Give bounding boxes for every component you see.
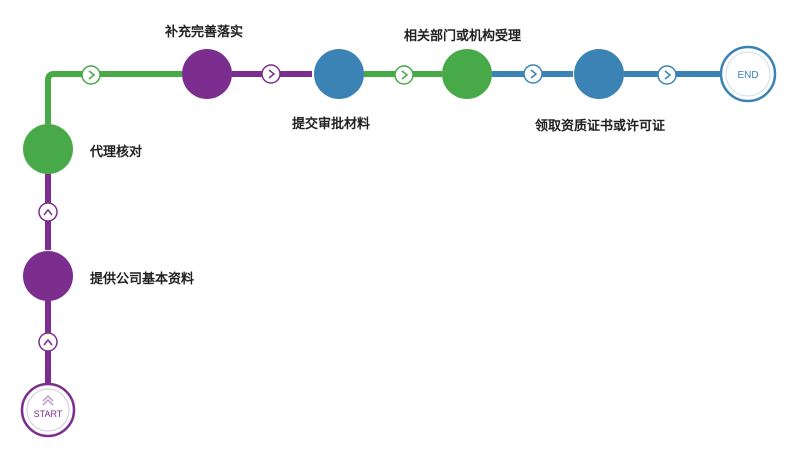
step-node-1 xyxy=(23,251,73,301)
chevron-right-icon xyxy=(657,65,677,85)
chevron-right-icon xyxy=(81,65,101,85)
step-label-5: 相关部门或机构受理 xyxy=(404,29,522,44)
chevron-right-icon xyxy=(261,64,281,84)
step-node-2 xyxy=(23,124,73,174)
connector-step2-to-step3 xyxy=(45,71,182,124)
step-label-3: 补充完善落实 xyxy=(165,25,244,40)
end-label: END xyxy=(737,70,758,81)
double-chevron-up-icon xyxy=(42,395,54,406)
chevron-up-icon xyxy=(38,202,58,222)
step-label-4: 提交审批材料 xyxy=(292,117,371,132)
start-label: START xyxy=(34,409,63,419)
chevron-up-icon xyxy=(38,332,58,352)
chevron-right-icon xyxy=(523,64,543,84)
step-label-6: 领取资质证书或许可证 xyxy=(535,119,666,134)
chevron-right-icon xyxy=(394,65,414,85)
end-node: END xyxy=(719,45,777,103)
step-label-2: 代理核对 xyxy=(90,145,143,160)
step-node-5 xyxy=(442,49,492,99)
step-node-6 xyxy=(574,49,624,99)
start-node: START xyxy=(20,382,76,438)
step-node-3 xyxy=(182,49,232,99)
step-label-1: 提供公司基本资料 xyxy=(90,272,195,287)
step-node-4 xyxy=(314,49,364,99)
